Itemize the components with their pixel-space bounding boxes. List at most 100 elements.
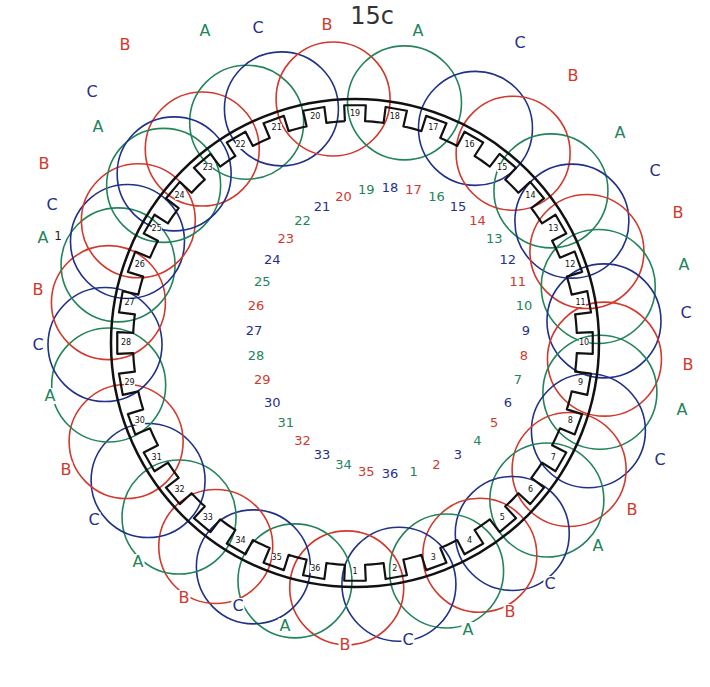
coil-circle (490, 443, 604, 557)
slot-number: 29 (124, 379, 134, 387)
phase-letter: C (45, 197, 58, 213)
coil-number: 10 (515, 299, 534, 312)
slot-number: 2 (392, 565, 397, 573)
coil-number: 29 (253, 372, 272, 385)
phase-letter: B (672, 205, 685, 221)
coil-number: 16 (427, 189, 446, 202)
slot-number: 21 (272, 124, 282, 132)
coil-number: 7 (513, 372, 523, 385)
coil-number: 19 (357, 183, 376, 196)
stator-outer-ring (111, 99, 599, 587)
slot-number: 35 (272, 554, 282, 562)
coil-circle (456, 96, 570, 210)
coil-number: 14 (468, 214, 487, 227)
slot-number: 24 (174, 192, 184, 200)
slot-number: 1 (352, 568, 357, 576)
coil-circle (423, 498, 537, 612)
slot-number: 30 (135, 417, 145, 425)
coil-number: 6 (503, 395, 513, 408)
coil-number: 23 (277, 232, 296, 245)
slot-number: 15 (497, 164, 507, 172)
slot-number: 19 (350, 110, 360, 118)
phase-letter: B (321, 17, 334, 33)
phase-letter: C (231, 598, 244, 614)
phase-letter: A (132, 554, 145, 570)
coil-circle (51, 246, 165, 360)
coil-number: 21 (313, 200, 332, 213)
coil-number: 2 (431, 458, 441, 471)
coil-circle (547, 302, 661, 416)
note-mark: 1 (53, 230, 63, 242)
slot-number: 32 (174, 486, 184, 494)
coil-circle (81, 164, 195, 278)
coil-number: 4 (472, 433, 482, 446)
coil-number: 28 (247, 348, 266, 361)
phase-letter: A (37, 230, 50, 246)
slot-number: 4 (467, 537, 472, 545)
phase-letter: B (178, 590, 191, 606)
phase-letter: C (31, 337, 44, 353)
coil-number: 18 (381, 181, 400, 194)
coil-circle (515, 164, 629, 278)
coil-number: 25 (253, 275, 272, 288)
slot-number: 25 (152, 225, 162, 233)
phase-letter: B (626, 502, 639, 518)
coil-circle (61, 208, 175, 322)
phase-letter: C (251, 20, 264, 36)
phase-letter: B (119, 37, 132, 53)
phase-letter: B (60, 462, 73, 478)
phase-letter: A (412, 23, 425, 39)
phase-letter: B (38, 156, 51, 172)
coil-group (48, 42, 661, 645)
slot-number: 20 (310, 113, 320, 121)
coil-circle (145, 92, 259, 206)
slot-number: 26 (135, 261, 145, 269)
coil-circle (48, 288, 162, 402)
coil-number: 11 (509, 275, 528, 288)
sheet-title: 15c (349, 4, 395, 28)
slot-number: 16 (464, 141, 474, 149)
slot-number: 22 (235, 141, 245, 149)
phase-letter: A (462, 622, 475, 638)
coil-number: 31 (277, 415, 296, 428)
coil-circle (512, 412, 626, 526)
slot-number: 8 (568, 417, 573, 425)
phase-letter: C (679, 305, 692, 321)
coil-number: 17 (404, 183, 423, 196)
phase-letter: A (614, 125, 627, 141)
coil-number: 22 (293, 214, 312, 227)
coil-number: 27 (245, 324, 264, 337)
coil-number: 1 (408, 464, 418, 477)
coil-number: 15 (449, 200, 468, 213)
slot-number: 34 (235, 537, 245, 545)
coil-number: 24 (263, 252, 282, 265)
phase-letter: C (85, 84, 98, 100)
phase-letter: B (682, 357, 695, 373)
phase-letter: B (504, 604, 517, 620)
coil-number: 26 (247, 299, 266, 312)
slot-number: 36 (310, 565, 320, 573)
coil-number: 3 (453, 447, 463, 460)
coil-number: 33 (313, 447, 332, 460)
slot-number: 10 (579, 339, 589, 347)
phase-letter: C (513, 35, 526, 51)
coil-circle (224, 52, 338, 166)
phase-letter: A (199, 23, 212, 39)
phase-letter: B (567, 68, 580, 84)
phase-letter: A (678, 257, 691, 273)
phase-letter: C (648, 163, 661, 179)
phase-letter: A (592, 538, 605, 554)
phase-letter: A (92, 119, 105, 135)
phase-letter: A (44, 388, 57, 404)
slot-number: 5 (500, 514, 505, 522)
slot-number: 3 (431, 554, 436, 562)
phase-letter: A (279, 618, 292, 634)
slot-number: 14 (525, 192, 535, 200)
coil-number: 30 (263, 395, 282, 408)
slot-number: 27 (124, 299, 134, 307)
stator-slots (117, 105, 593, 581)
phase-letter: C (543, 576, 556, 592)
coil-circle (107, 128, 221, 242)
